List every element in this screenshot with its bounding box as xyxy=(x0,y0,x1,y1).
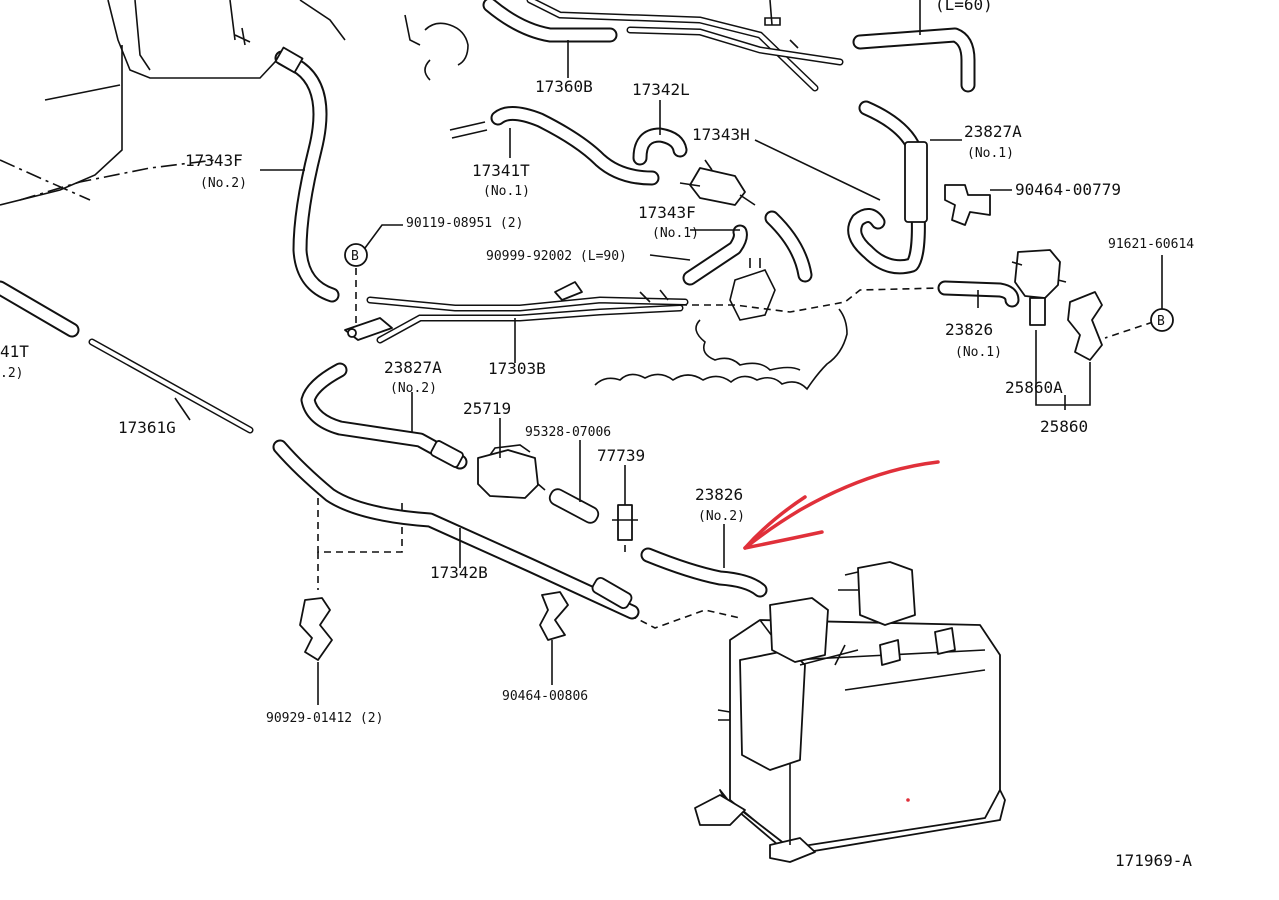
hose-L60 xyxy=(852,0,976,93)
clip-90929-01412 xyxy=(299,597,333,661)
hose-17341T-no2 xyxy=(0,280,80,338)
label-17361G: 17361G xyxy=(118,418,176,437)
hose-17343F-no2 xyxy=(274,46,340,303)
hose-23827A-no2 xyxy=(300,362,468,470)
label-17343F-no2: 17343F xyxy=(185,151,243,170)
label-17341T-no1: 17341T xyxy=(472,161,530,180)
label-77739: 77739 xyxy=(597,446,645,465)
pipe-95328-07006 xyxy=(548,488,600,524)
ref-b-right-text: B xyxy=(1157,314,1165,329)
label-23826-no2-sub: (No.2) xyxy=(698,509,745,524)
label-17341T-no2-sub: .2) xyxy=(0,366,23,381)
hose-17360B xyxy=(482,0,618,43)
label-17343F-no1: 17343F xyxy=(638,203,696,222)
label-17342L: 17342L xyxy=(632,80,690,99)
pipe-upper xyxy=(526,0,844,92)
hose-23826-no1 xyxy=(937,280,1020,308)
ref-circle-b-left xyxy=(344,224,403,267)
pipe-17303B xyxy=(344,281,689,344)
label-25860: 25860 xyxy=(1040,417,1088,436)
label-23827A-no1: 23827A xyxy=(964,122,1022,141)
label-17342B: 17342B xyxy=(430,563,488,582)
label-25719: 25719 xyxy=(463,399,511,418)
diagram-id: 171969-A xyxy=(1115,851,1192,870)
label-25860A: 25860A xyxy=(1005,378,1063,397)
hose-23827A-no1 xyxy=(847,100,928,275)
charcoal-canister xyxy=(694,561,1006,863)
label-95328-07006: 95328-07006 xyxy=(525,425,611,440)
clip-90464-00779 xyxy=(944,184,991,226)
label-17343H: 17343H xyxy=(692,125,750,144)
label-17303B: 17303B xyxy=(488,359,546,378)
label-23827A-no2: 23827A xyxy=(384,358,442,377)
hose-17341T-no1 xyxy=(449,106,660,186)
label-91621-60614: 91621-60614 xyxy=(1108,237,1194,252)
hose-23826-no2 xyxy=(640,547,768,598)
clip-90464-00806 xyxy=(539,591,569,641)
hose-17342L xyxy=(632,127,688,166)
dashed-connectors xyxy=(317,268,1154,629)
label-23827A-no2-sub: (No.2) xyxy=(390,381,437,396)
vsv-17343H xyxy=(679,139,881,206)
valve-77739 xyxy=(612,504,638,552)
bracket-25860 xyxy=(1067,291,1103,361)
label-90119-08951: 90119-08951 (2) xyxy=(406,216,523,231)
label-17343F-no2-sub: (No.2) xyxy=(200,176,247,191)
ref-circle-b-right xyxy=(1150,255,1174,332)
hose-17343F-no1 xyxy=(682,210,813,286)
label-23826-no1-sub: (No.1) xyxy=(955,345,1002,360)
label-23827A-no1-sub: (No.1) xyxy=(967,146,1014,161)
hose-17342B xyxy=(272,439,640,620)
intake-outline xyxy=(404,14,848,391)
label-17341T-no2: 41T xyxy=(0,342,29,361)
label-90464-00806: 90464-00806 xyxy=(502,689,588,704)
part-labels: (L=60) 17360B 17342L 17343F (No.2) 17341… xyxy=(0,0,1194,870)
leader-lines xyxy=(174,40,1066,705)
ref-b-left-text: B xyxy=(351,249,359,264)
engine-outline xyxy=(0,0,346,206)
rod-17361G xyxy=(88,338,254,434)
label-90929-01412: 90929-01412 (2) xyxy=(266,711,383,726)
label-23826-no1: 23826 xyxy=(945,320,993,339)
label-17341T-no1-sub: (No.1) xyxy=(483,184,530,199)
vsv-25860A xyxy=(1011,249,1091,406)
label-17343F-no1-sub: (No.1) xyxy=(652,226,699,241)
label-90999-92002: 90999-92002 (L=90) xyxy=(486,249,627,264)
annotation-arrow xyxy=(743,460,940,550)
vsv-25719 xyxy=(477,444,546,499)
label-23826-no2: 23826 xyxy=(695,485,743,504)
label-90464-00779: 90464-00779 xyxy=(1015,180,1121,199)
label-17360B: 17360B xyxy=(535,77,593,96)
label-l-60: (L=60) xyxy=(935,0,993,14)
